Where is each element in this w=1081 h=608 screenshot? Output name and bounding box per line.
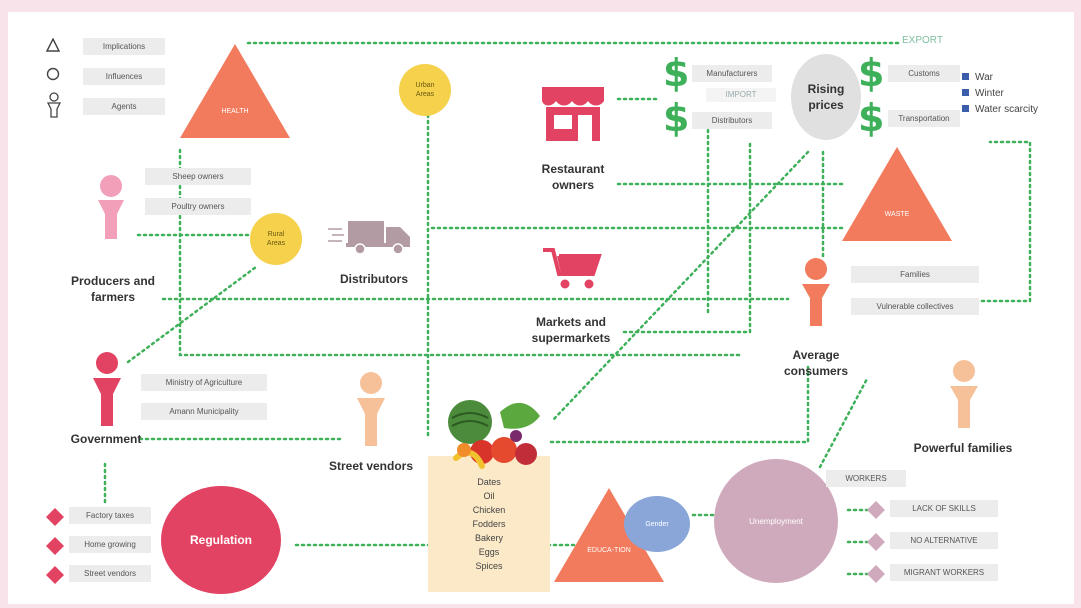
- diamond-icon: [867, 533, 885, 551]
- diamond-icon: [867, 565, 885, 583]
- food-item: Spices: [475, 561, 503, 571]
- waste-triangle: [842, 147, 952, 241]
- food-item: Bakery: [474, 533, 503, 543]
- workers-label: WORKERS: [826, 470, 906, 487]
- diamond-icon: [46, 537, 64, 555]
- dollar-icon-transportation: $: [858, 96, 885, 140]
- producers-person-icon: [98, 175, 124, 239]
- distributors-small-label: Distributors: [692, 112, 772, 129]
- food-items-list: Dates Oil Chicken Fodders Bakery Eggs Sp…: [428, 475, 550, 573]
- regulation-node: Regulation: [161, 486, 281, 594]
- transportation-label: Transportation: [888, 110, 960, 127]
- price-factor-item: War: [962, 70, 1038, 86]
- legend-circle-icon: [46, 67, 60, 86]
- consumers-person-icon: [802, 258, 830, 326]
- restaurant-icon: [542, 87, 604, 141]
- urban-areas-node: Urban Areas: [399, 64, 451, 116]
- street-vendors-title: Street vendors: [328, 459, 414, 473]
- diagram-canvas: Implications Influences Agents HEALTH Ur…: [8, 12, 1074, 604]
- powerful-families-title: Powerful families: [913, 441, 1013, 455]
- price-factor-item: Water scarcity: [962, 102, 1038, 118]
- cart-icon: [543, 248, 602, 289]
- dollar-icon-distributors: $: [663, 96, 690, 140]
- government-title: Government: [70, 432, 142, 446]
- sheep-owners-label: Sheep owners: [145, 168, 251, 185]
- unemployment-node: Unemployment: [714, 459, 838, 583]
- lack-skills-label: LACK OF SKILLS: [890, 500, 998, 517]
- price-factor-list: War Winter Water scarcity: [962, 70, 1038, 118]
- education-label: EDUCA-TION: [587, 547, 631, 554]
- urban-areas-label: Urban Areas: [415, 82, 435, 98]
- restaurant-owners-title: Restaurant owners: [541, 162, 605, 192]
- connection-lines: [103, 41, 1032, 576]
- diamond-icon: [46, 508, 64, 526]
- dollar-icon-manufacturers: $: [663, 51, 690, 95]
- municipality-label: Amann Municipality: [141, 403, 267, 420]
- distributors-title: Distributors: [339, 272, 408, 286]
- diamond-icon: [46, 566, 64, 584]
- legend-triangle-icon: [45, 37, 61, 57]
- food-item: Fodders: [472, 519, 506, 529]
- rural-areas-node: Rural Areas: [250, 213, 302, 265]
- dollar-icon-customs: $: [858, 51, 885, 95]
- rising-prices-node: Rising prices: [791, 54, 861, 140]
- street-vendors-person-icon: [357, 372, 385, 446]
- producers-title: Producers and farmers: [70, 274, 156, 304]
- food-item: Eggs: [478, 547, 500, 557]
- legend-person-icon: [46, 92, 62, 123]
- markets-title: Markets and supermarkets: [531, 315, 611, 345]
- average-consumers-title: Average consumers: [783, 348, 849, 378]
- vegetables-image: [448, 400, 540, 469]
- rising-prices-label: Rising prices: [807, 82, 845, 112]
- no-alternative-label: NO ALTERNATIVE: [890, 532, 998, 549]
- powerful-families-person-icon: [950, 360, 978, 428]
- street-vendors-small-label: Street vendors: [69, 565, 151, 582]
- factory-taxes-label: Factory taxes: [69, 507, 151, 524]
- health-label: HEALTH: [221, 108, 249, 115]
- food-box: [428, 456, 550, 592]
- waste-label: WASTE: [884, 211, 910, 218]
- food-item: Chicken: [472, 505, 506, 515]
- home-growing-label: Home growing: [69, 536, 151, 553]
- education-triangle: [554, 488, 664, 582]
- unemployment-label: Unemployment: [749, 516, 803, 526]
- truck-icon: [328, 221, 410, 255]
- price-factor-item: Winter: [962, 86, 1038, 102]
- poultry-owners-label: Poultry owners: [145, 198, 251, 215]
- import-label: IMPORT: [706, 88, 776, 102]
- gender-node: Gender: [624, 496, 690, 552]
- government-person-icon: [93, 352, 121, 426]
- customs-label: Customs: [888, 65, 960, 82]
- vulnerable-label: Vulnerable collectives: [851, 298, 979, 315]
- rural-areas-label: Rural Areas: [266, 231, 286, 247]
- legend-influences: Influences: [83, 68, 165, 85]
- gender-label: Gender: [645, 520, 669, 528]
- food-item: Dates: [477, 477, 501, 487]
- manufacturers-label: Manufacturers: [692, 65, 772, 82]
- families-label: Families: [851, 266, 979, 283]
- legend-implications: Implications: [83, 38, 165, 55]
- diamond-icon: [867, 501, 885, 519]
- export-label: EXPORT: [902, 35, 943, 46]
- regulation-label: Regulation: [190, 533, 252, 547]
- health-triangle: [180, 44, 290, 138]
- legend-agents: Agents: [83, 98, 165, 115]
- migrant-workers-label: MIGRANT WORKERS: [890, 564, 998, 581]
- food-item: Oil: [483, 491, 495, 501]
- ministry-label: Ministry of Agriculture: [141, 374, 267, 391]
